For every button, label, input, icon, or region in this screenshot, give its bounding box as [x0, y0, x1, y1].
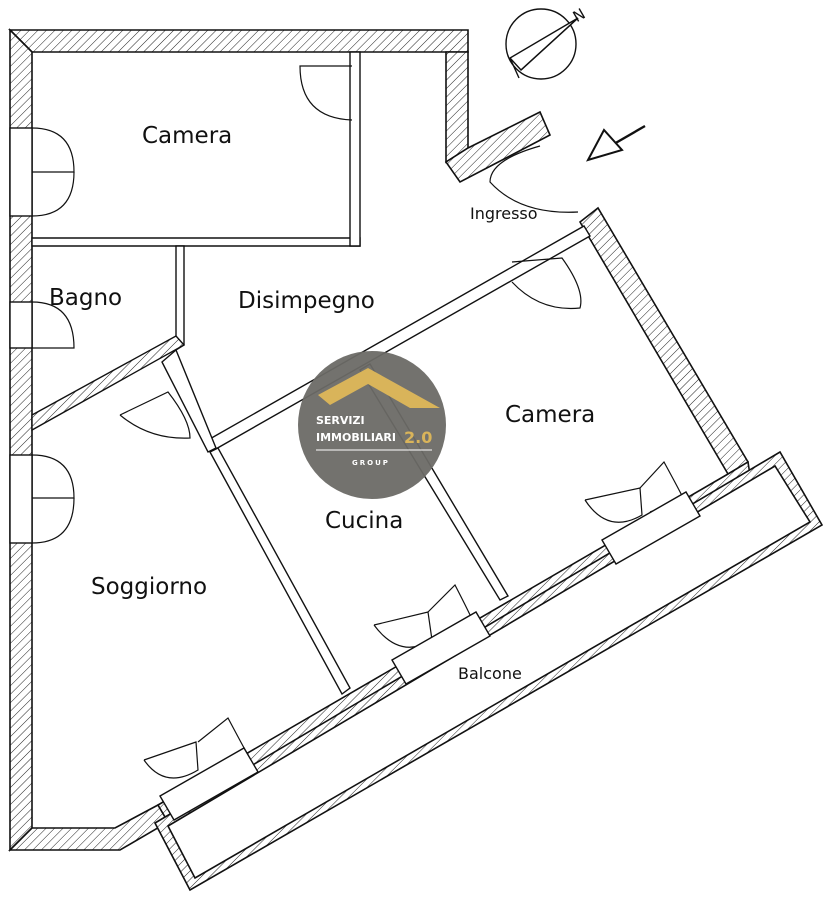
- label-cucina: Cucina: [325, 508, 403, 534]
- label-camera-top: Camera: [142, 123, 232, 149]
- label-ingresso: Ingresso: [470, 204, 538, 223]
- label-soggiorno: Soggiorno: [91, 574, 207, 600]
- label-disimpegno: Disimpegno: [238, 288, 375, 314]
- watermark-line2: IMMOBILIARI: [316, 431, 396, 444]
- balcony-door-frames: [159, 491, 701, 821]
- compass-icon: [505, 8, 579, 80]
- label-bagno: Bagno: [49, 285, 122, 311]
- entrance-arrow-icon: [585, 124, 646, 162]
- watermark-version: 2.0: [404, 428, 432, 447]
- watermark-logo: SERVIZI IMMOBILIARI 2.0 GROUP: [298, 351, 446, 499]
- watermark-line1: SERVIZI: [316, 414, 365, 427]
- logo-house-icon: [318, 368, 440, 408]
- label-balcone: Balcone: [458, 664, 522, 683]
- watermark-line3: GROUP: [352, 459, 390, 467]
- balcony: [153, 450, 824, 892]
- label-camera-right: Camera: [505, 402, 595, 428]
- left-windows: [9, 127, 33, 544]
